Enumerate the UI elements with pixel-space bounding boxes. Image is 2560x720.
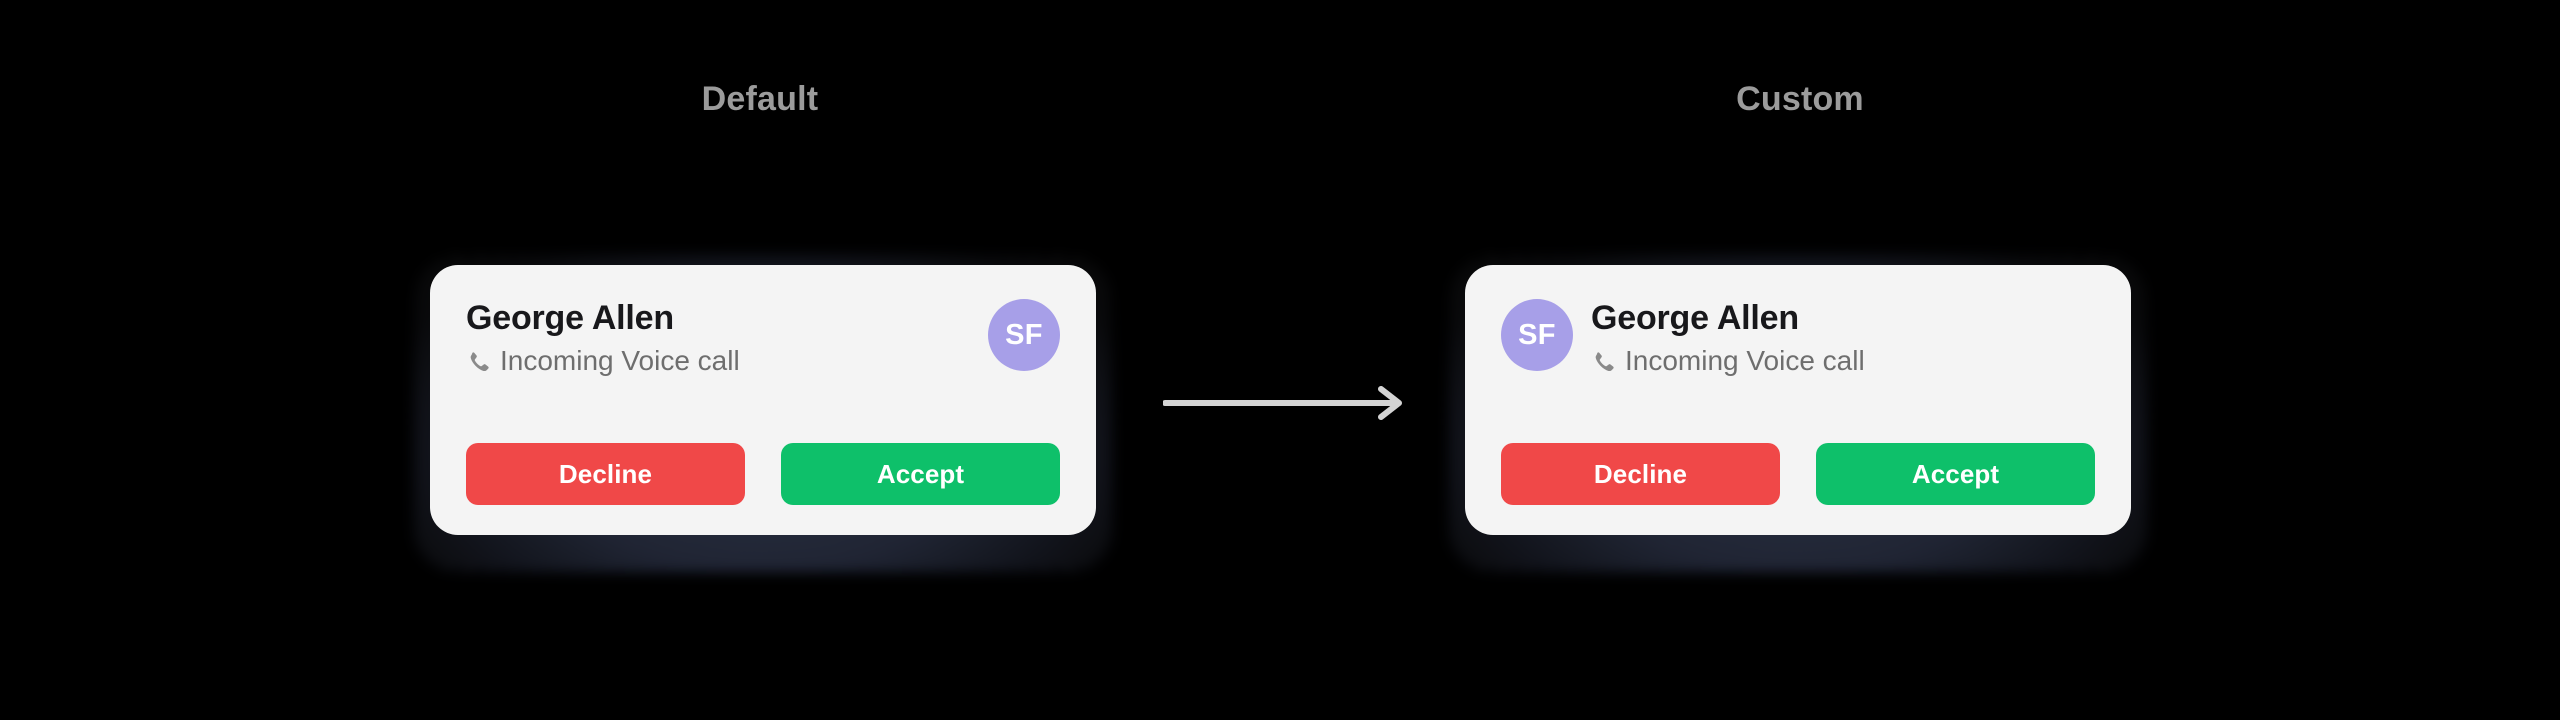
caller-info-block: George Allen Incoming Voice call [1591, 299, 2095, 377]
card-actions-row: Decline Accept [1501, 443, 2095, 505]
call-status-text: Incoming Voice call [1625, 345, 1865, 377]
call-status-row: Incoming Voice call [1591, 345, 2095, 377]
call-notification-custom[interactable]: George Allen Incoming Voice call SF Decl… [1465, 265, 2131, 535]
notification-card-default: George Allen Incoming Voice call SF Decl… [412, 253, 1114, 573]
phone-icon [466, 350, 491, 375]
caller-name: George Allen [1591, 299, 1799, 337]
card-header-row: George Allen Incoming Voice call SF [1501, 299, 2095, 377]
accept-button[interactable]: Accept [781, 443, 1060, 505]
call-notification-default[interactable]: George Allen Incoming Voice call SF Decl… [430, 265, 1096, 535]
column-heading-custom: Custom [1736, 80, 1864, 118]
arrow-right-icon [1163, 386, 1408, 420]
card-header-row: George Allen Incoming Voice call SF [466, 299, 1060, 377]
phone-icon [1591, 350, 1616, 375]
accept-button[interactable]: Accept [1816, 443, 2095, 505]
caller-info-block: George Allen Incoming Voice call [466, 299, 970, 377]
column-heading-default: Default [701, 80, 819, 118]
decline-button[interactable]: Decline [466, 443, 745, 505]
call-status-text: Incoming Voice call [500, 345, 740, 377]
decline-button[interactable]: Decline [1501, 443, 1780, 505]
avatar[interactable]: SF [988, 299, 1060, 371]
caller-name: George Allen [466, 299, 674, 337]
notification-card-custom: George Allen Incoming Voice call SF Decl… [1447, 253, 2149, 573]
call-status-row: Incoming Voice call [466, 345, 970, 377]
avatar[interactable]: SF [1501, 299, 1573, 371]
card-actions-row: Decline Accept [466, 443, 1060, 505]
